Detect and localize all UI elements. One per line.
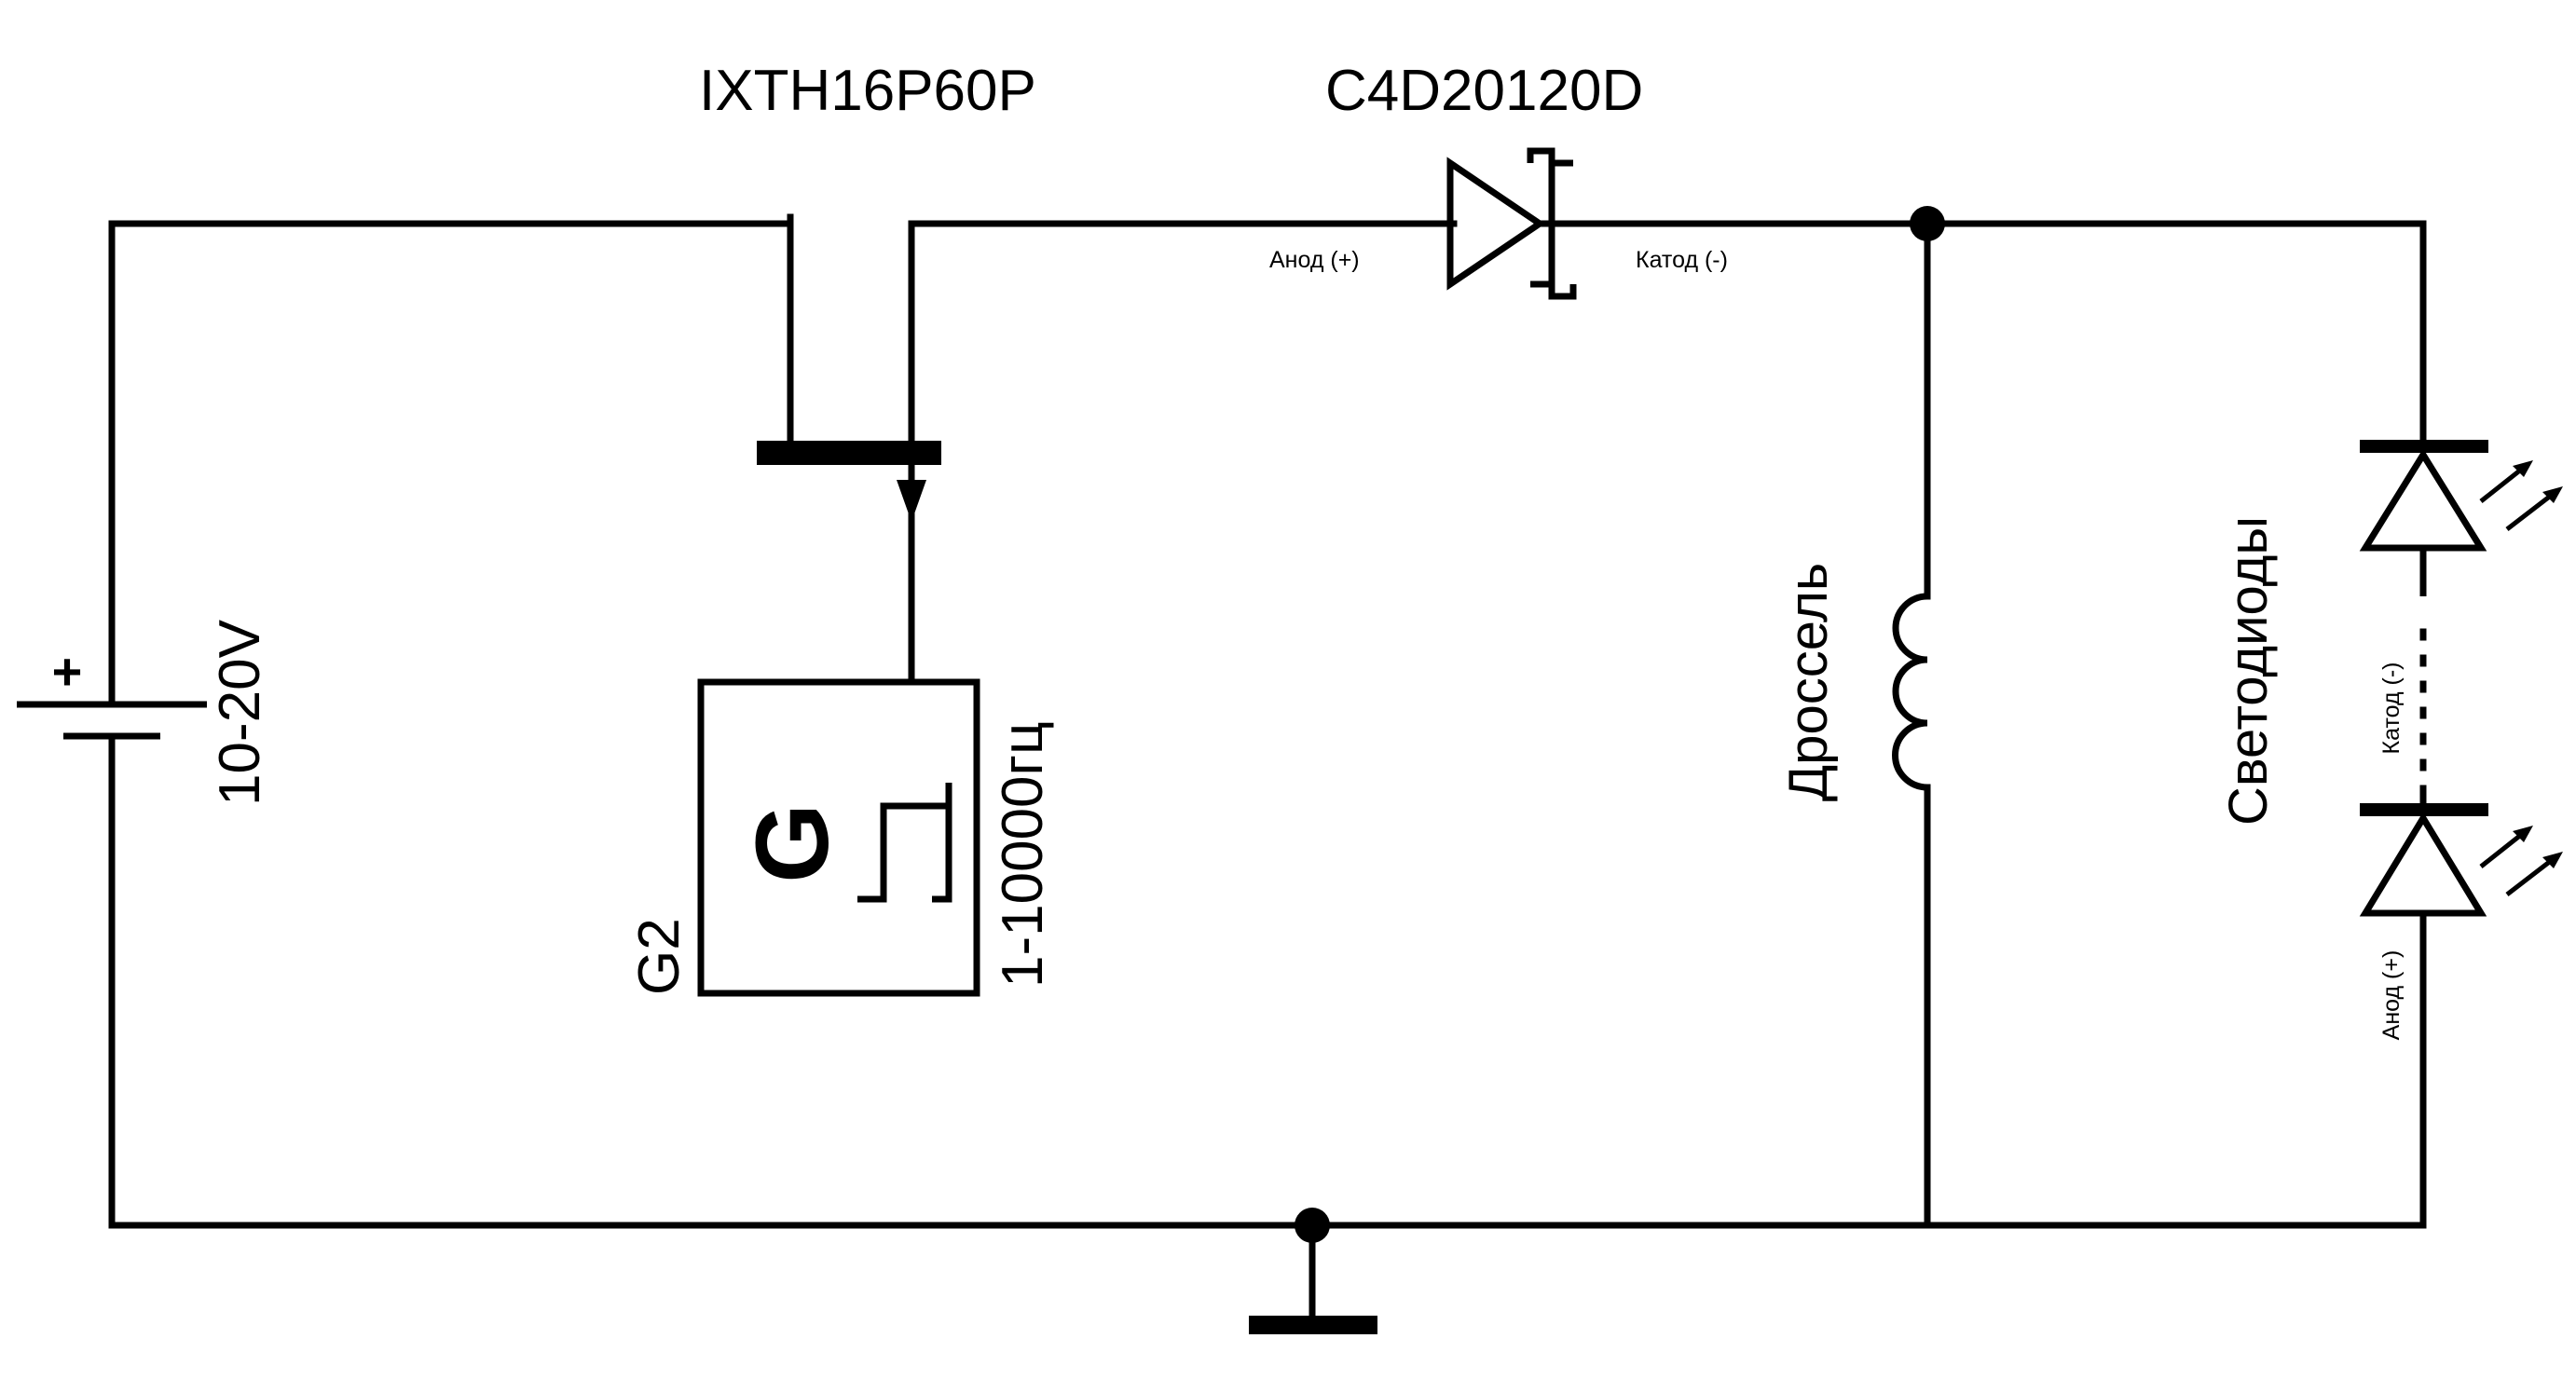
diode-part-label: C4D20120D	[1325, 59, 1643, 123]
led-anode-label: Анод (+)	[2378, 950, 2405, 1041]
led-top-icon	[2359, 440, 2563, 596]
led-cathode-label: Катод (-)	[2378, 662, 2405, 755]
wire-left-lower	[108, 732, 2427, 1229]
leds-label: Светодиоды	[2218, 516, 2279, 826]
generator-symbol-label: G	[735, 803, 850, 883]
inductor-icon	[1892, 593, 1928, 791]
ground-icon	[1249, 1316, 1377, 1334]
diode-icon	[1446, 147, 1577, 300]
generator-icon	[697, 678, 980, 997]
battery-voltage-label: 10-20V	[208, 619, 272, 806]
diode-anode-label: Анод (+)	[1269, 247, 1360, 273]
diode-cathode-label: Катод (-)	[1636, 247, 1728, 273]
generator-freq-label: 1-10000гц	[991, 721, 1055, 988]
wire-mosfet-drain	[908, 220, 1458, 449]
mosfet-part-label: IXTH16P60P	[699, 59, 1036, 123]
generator-ref-label: G2	[627, 918, 692, 995]
junction-bottom	[1295, 1208, 1330, 1243]
led-bottom-icon	[2359, 803, 2563, 1014]
battery-icon	[17, 701, 207, 740]
battery-plus-label: +	[52, 642, 83, 701]
mosfet-icon	[757, 441, 941, 522]
inductor-label: Дроссель	[1778, 563, 1839, 801]
wires	[108, 213, 2427, 1322]
junction-top	[1910, 206, 1945, 241]
